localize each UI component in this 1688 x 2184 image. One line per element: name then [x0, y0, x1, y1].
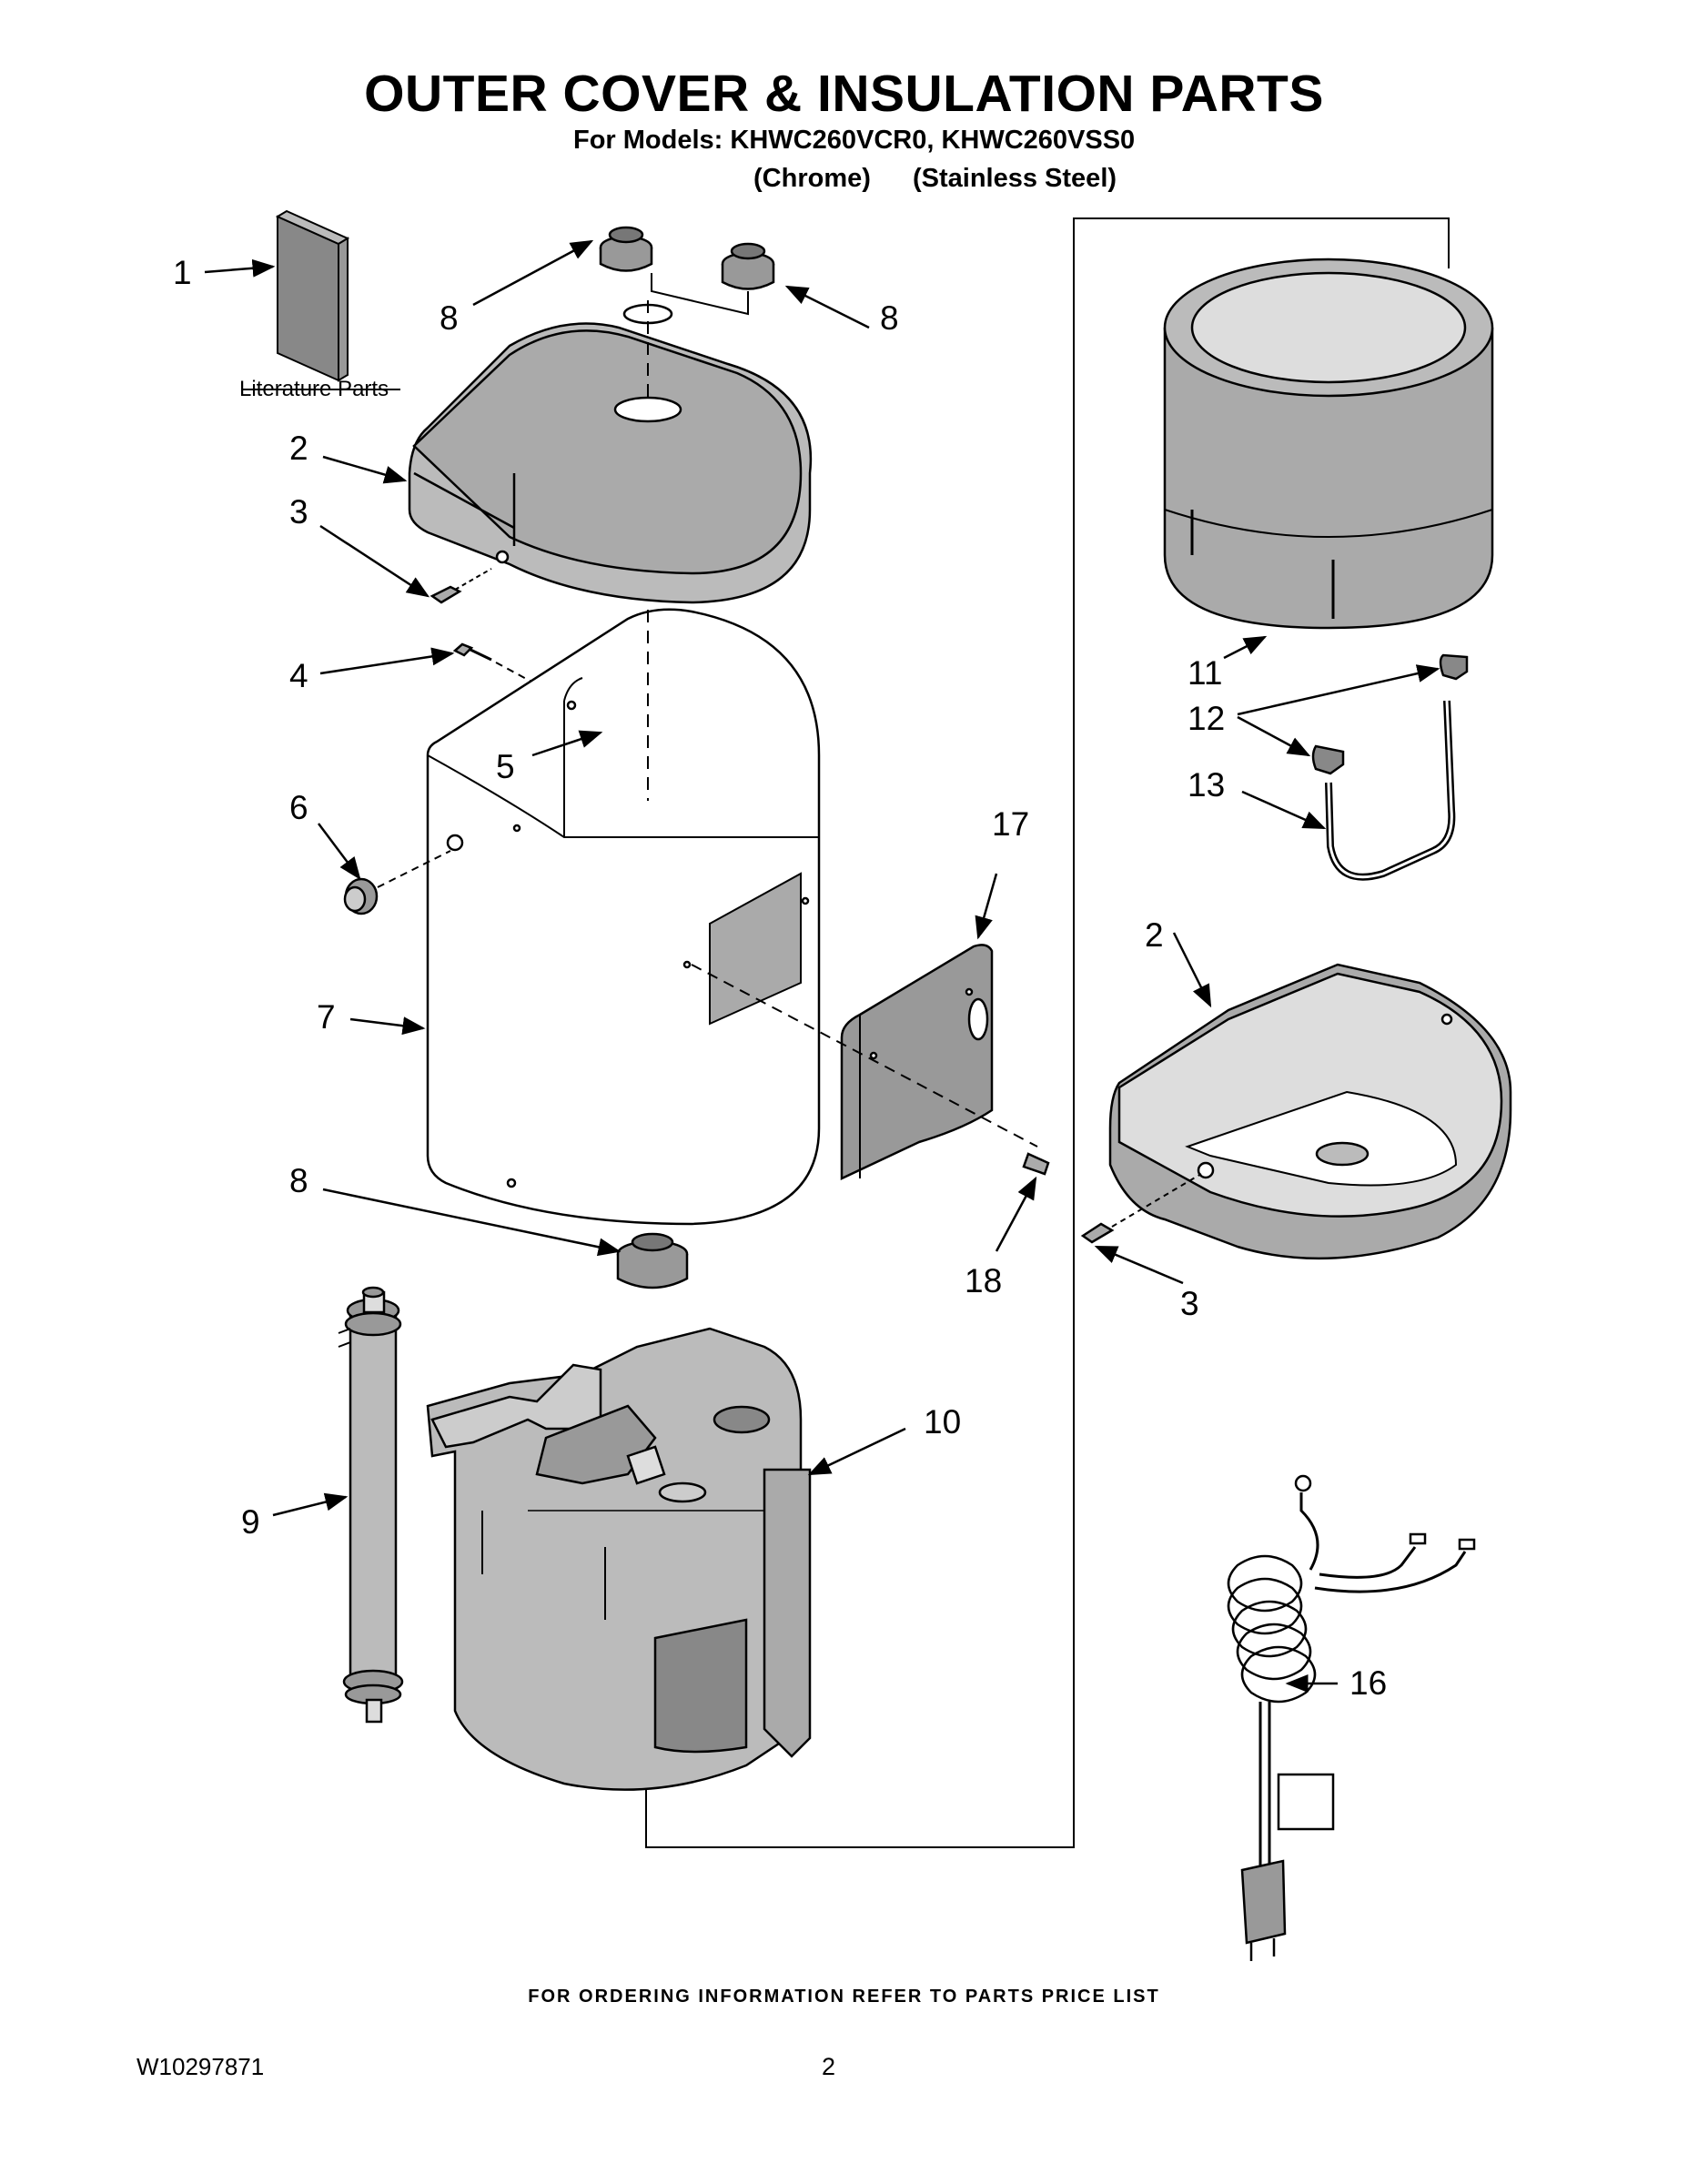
callout-6: 6 [289, 789, 308, 826]
rod-9 [338, 1286, 404, 1724]
ordering-note: FOR ORDERING INFORMATION REFER TO PARTS … [528, 1987, 1160, 2007]
callout-10: 10 [924, 1403, 961, 1441]
page-title: OUTER COVER & INSULATION PARTS [364, 65, 1324, 123]
callout-18: 18 [965, 1262, 1002, 1299]
assembly-bracket [645, 217, 1450, 1848]
variant-chrome: (Chrome) [753, 164, 871, 193]
top-cover-lid [408, 303, 813, 604]
callout-3-top: 3 [289, 493, 308, 531]
outer-shell [426, 608, 821, 1226]
variant-stainless: (Stainless Steel) [913, 164, 1117, 193]
callout-8-top-left: 8 [440, 299, 459, 337]
grommet-bottom [616, 1232, 689, 1289]
literature-booklet [275, 209, 350, 382]
grommet-top-right [721, 242, 775, 290]
callout-4: 4 [289, 657, 308, 694]
callout-9: 9 [241, 1503, 260, 1541]
page-number: 2 [822, 2053, 836, 2080]
shield-17 [691, 944, 1038, 1180]
callout-16: 16 [1349, 1664, 1387, 1702]
callout-8-top-right: 8 [880, 299, 899, 337]
insulation-cylinder-11 [1163, 258, 1494, 630]
callout-13: 13 [1188, 766, 1225, 804]
document-number: W10297871 [136, 2053, 265, 2080]
literature-parts-label: Literature Parts [239, 377, 389, 401]
power-cord-16 [1227, 1474, 1476, 1961]
callout-2-top: 2 [289, 430, 308, 467]
models-line: For Models: KHWC260VCR0, KHWC260VSS0 [573, 126, 1136, 155]
plug-6 [343, 850, 451, 915]
callout-12: 12 [1188, 700, 1225, 737]
callout-7: 7 [317, 998, 336, 1036]
callout-8-bottom: 8 [289, 1162, 308, 1199]
callout-2-bottom: 2 [1145, 916, 1164, 954]
bottom-tray [1108, 963, 1512, 1260]
grommet-top-left [599, 226, 653, 272]
screw-18 [1022, 1152, 1050, 1176]
callout-17: 17 [992, 805, 1029, 843]
tube-assembly [1311, 653, 1469, 881]
screw-4 [452, 642, 601, 720]
callout-5: 5 [496, 748, 515, 785]
callout-11: 11 [1188, 654, 1222, 692]
insulation-base-10 [426, 1327, 812, 1791]
screw-top-cover [430, 568, 492, 604]
callout-3-bottom: 3 [1180, 1285, 1199, 1322]
screw-bottom-tray [1080, 1173, 1202, 1244]
callout-1: 1 [173, 254, 192, 291]
